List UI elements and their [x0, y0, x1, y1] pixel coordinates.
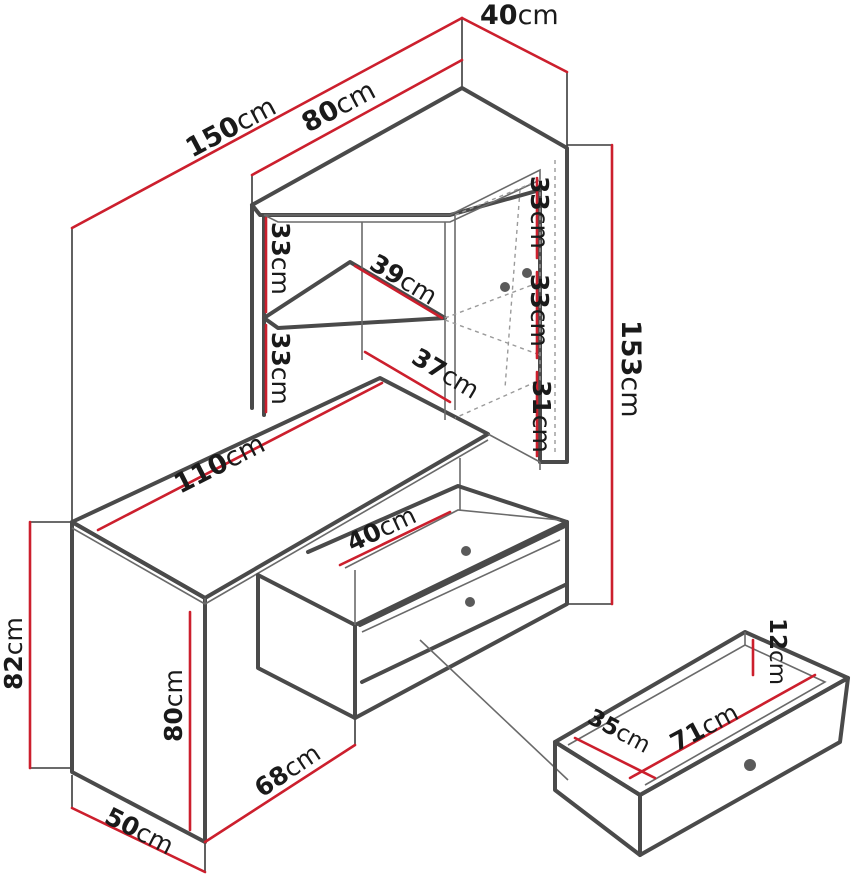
dim-line-150 [70, 16, 464, 230]
label-110: 110cm [169, 428, 270, 500]
label-39: 39cm [365, 248, 442, 310]
desk-top [70, 376, 490, 600]
dim-line-39 [353, 264, 444, 320]
label-40-top: 40cm [480, 0, 559, 31]
label-33-d: 33cm [525, 274, 554, 347]
label-50: 50cm [100, 802, 178, 861]
label-82: 82cm [0, 617, 28, 690]
label-33-c: 33cm [525, 176, 554, 249]
label-71: 71cm [665, 697, 743, 757]
dimension-lines [28, 16, 817, 874]
label-33-b: 33cm [266, 332, 295, 405]
dim-line-80-top [250, 58, 464, 177]
drawer-side [553, 740, 642, 857]
label-35: 35cm [583, 704, 654, 758]
dim-line-40-mid [338, 510, 452, 567]
drawer-knob-icon [465, 597, 475, 607]
dim-line-110 [96, 381, 384, 532]
upper-shelving-outline [250, 86, 569, 510]
drawer-unit-front [353, 520, 569, 720]
detached-drawer-outline [553, 630, 850, 857]
label-33-a: 33cm [266, 222, 295, 295]
label-150: 150cm [181, 91, 282, 164]
door-knob-icon [522, 268, 532, 278]
label-80: 80cm [159, 669, 188, 742]
door-knob-icon [500, 282, 510, 292]
dim-line-71 [628, 673, 817, 780]
drawer-knob-icon [744, 759, 756, 771]
extension-lines [30, 18, 612, 872]
drawer-unit-outline [256, 268, 569, 781]
drawer-knob-icon [461, 546, 471, 556]
dimension-labels: 150cm 40cm 80cm 153cm 33cm 33cm 33cm 33c… [0, 0, 790, 860]
label-153: 153cm [615, 320, 646, 418]
dim-line-50 [70, 806, 207, 874]
drawer-front [638, 676, 850, 857]
dim-line-37 [363, 350, 452, 404]
drawer-unit-side [256, 573, 357, 720]
label-12: 12cm [764, 618, 790, 685]
dim-line-68 [203, 743, 357, 844]
dim-line-40-top [460, 16, 569, 74]
label-31: 31cm [527, 380, 556, 453]
